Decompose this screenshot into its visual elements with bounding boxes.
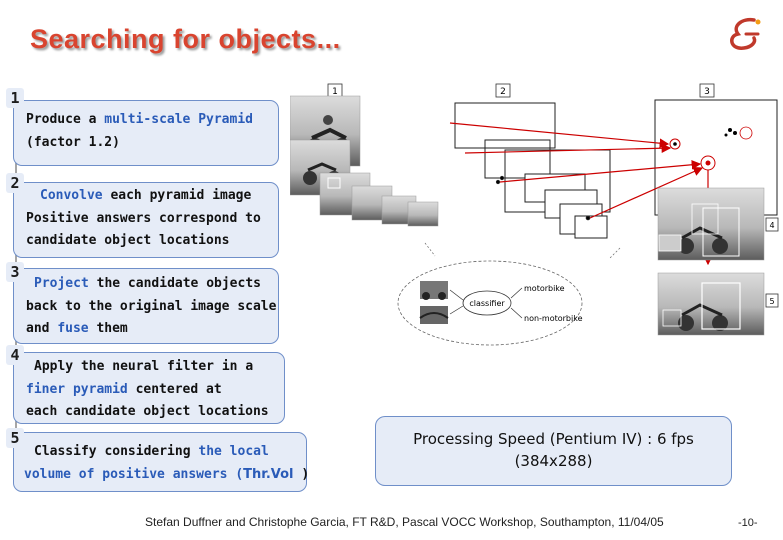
processing-speed-box: Processing Speed (Pentium IV) : 6 fps (3…: [375, 416, 732, 486]
step-3-line-3: and fuse them: [26, 321, 128, 336]
step-2-line-2: Positive answers correspond to: [26, 210, 261, 226]
france-telecom-logo: [730, 17, 761, 50]
step-5-line-1: Classify considering the local: [34, 444, 269, 459]
step-1-number: 1: [6, 88, 24, 108]
page-number: -10-: [738, 517, 758, 529]
finer-pyramid-candidates: 4: [657, 187, 779, 261]
image-pyramid: [290, 95, 439, 227]
processing-speed-line-2: (384x288): [514, 452, 593, 470]
step-2-box: Convolve each pyramid image Positive ans…: [13, 182, 279, 258]
step-4-line-2: finer pyramid centered at: [26, 381, 222, 397]
step-1-line-2: (factor 1.2): [26, 134, 120, 150]
step-2-number: 2: [6, 173, 24, 193]
panel-label-2: 2: [500, 87, 506, 97]
class-output-non-motorbike: non-motorbike: [524, 314, 583, 323]
processing-speed-line-1: Processing Speed (Pentium IV) : 6 fps: [413, 430, 694, 448]
step-1-box: Produce a multi-scale Pyramid (factor 1.…: [13, 100, 279, 166]
classifier-diagram: classifier motorbike non-motorbike: [397, 242, 621, 346]
response-maps: [454, 102, 611, 239]
classifier-label: classifier: [469, 299, 505, 308]
step-3-number: 3: [6, 262, 24, 282]
step-2-line-3: candidate object locations: [26, 233, 230, 248]
detection-pipeline-figure: 1 2 3: [290, 83, 779, 346]
step-4-number: 4: [6, 345, 24, 365]
panel-label-5: 5: [769, 297, 774, 306]
step-2-line-1: Convolve each pyramid image: [40, 188, 252, 203]
step-4-box: Apply the neural filter in a finer pyram…: [13, 352, 285, 424]
step-5-box: Classify considering the local volume of…: [13, 432, 310, 492]
step-5-number: 5: [6, 428, 24, 448]
class-output-motorbike: motorbike: [524, 284, 565, 293]
step-5-line-2: volume of positive answers (Thr.Vol ): [24, 466, 310, 482]
step-4-line-1: Apply the neural filter in a: [34, 359, 254, 374]
step-3-box: Project the candidate objects back to th…: [13, 268, 279, 344]
panel-label-3: 3: [704, 87, 710, 97]
final-detection: 5: [657, 272, 779, 336]
slide-title: Searching for objects...: [30, 24, 341, 54]
step-4-line-3: each candidate object locations: [26, 404, 269, 419]
step-3-line-2: back to the original image scale: [26, 298, 277, 314]
slide-footer: Stefan Duffner and Christophe Garcia, FT…: [145, 515, 664, 529]
step-3-line-1: Project the candidate objects: [34, 276, 261, 291]
step-1-line-1: Produce a multi-scale Pyramid: [26, 112, 253, 127]
panel-label-1: 1: [332, 87, 338, 97]
panel-label-4: 4: [769, 221, 774, 230]
